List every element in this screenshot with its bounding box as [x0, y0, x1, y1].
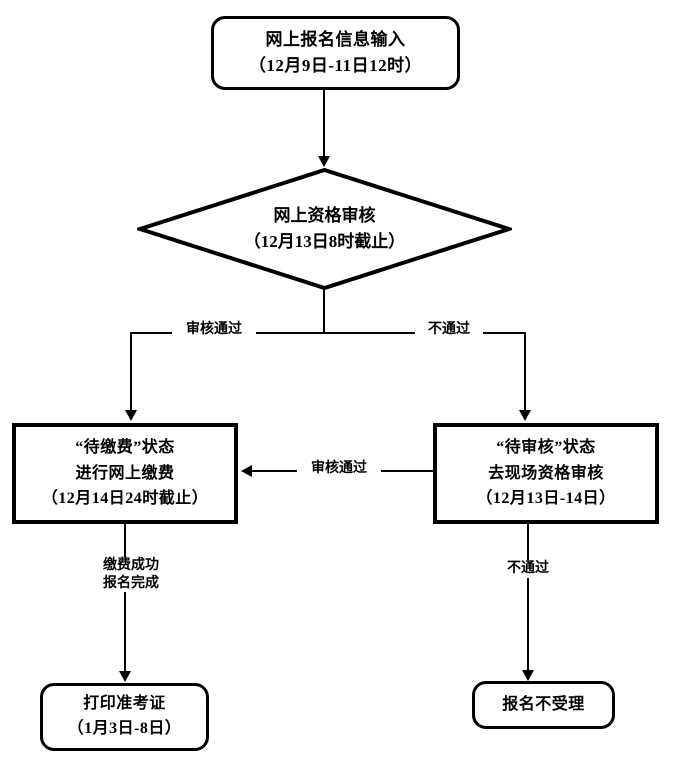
node-online-registration-line-1: 网上报名信息输入 [265, 29, 406, 49]
edge-label-onsite-passed: 审核通过 [297, 460, 381, 478]
node-pending-audit: “待审核”状态 去现场资格审核 （12月13日-14日） [433, 423, 659, 524]
edge-review-failed-line [524, 332, 526, 412]
edge-onsite-failed-line [527, 524, 529, 672]
node-print-admission-line-1: 打印准考证 [83, 695, 166, 713]
edge-registration-to-review-arrow [318, 156, 330, 167]
node-not-accepted-line-1: 报名不受理 [502, 695, 585, 713]
edge-label-onsite-failed: 不通过 [493, 560, 563, 578]
diamond-shape-icon [137, 167, 512, 291]
edge-label-payment-success-line-2: 报名完成 [103, 575, 159, 591]
edge-payment-success-arrow [119, 671, 131, 682]
edge-onsite-passed-arrow [241, 465, 252, 477]
edge-label-payment-success-line-1: 缴费成功 [103, 558, 159, 573]
node-pending-payment-line-3: （12月14日24时截止） [41, 490, 209, 508]
node-online-registration-line-2: （12月9日-11日12时） [248, 56, 423, 75]
edge-review-stem [323, 289, 325, 333]
node-pending-payment-line-2: 进行网上缴费 [75, 464, 175, 482]
edge-review-split-bar [131, 332, 526, 334]
node-not-accepted: 报名不受理 [472, 681, 615, 729]
node-online-registration: 网上报名信息输入 （12月9日-11日12时） [211, 16, 460, 90]
edge-review-failed-arrow [519, 410, 531, 421]
edge-review-passed-line [130, 332, 132, 412]
edge-payment-success-line [124, 524, 126, 673]
edge-label-review-failed: 不通过 [415, 321, 483, 339]
edge-onsite-failed-arrow [522, 670, 534, 681]
edge-label-payment-success: 缴费成功 报名完成 [90, 557, 172, 592]
node-pending-audit-line-1: “待审核”状态 [496, 439, 596, 457]
edge-label-review-passed: 审核通过 [172, 321, 256, 339]
edge-review-passed-arrow [125, 410, 137, 421]
node-pending-payment-line-1: “待缴费”状态 [75, 439, 175, 457]
node-print-admission-line-2: （1月3日-8日） [67, 720, 182, 737]
node-pending-audit-line-2: 去现场资格审核 [488, 464, 604, 482]
node-pending-audit-line-3: （12月13日-14日） [476, 490, 616, 508]
node-print-admission: 打印准考证 （1月3日-8日） [40, 683, 209, 751]
node-online-review: 网上资格审核 （12月13日8时截止） [137, 167, 512, 291]
node-pending-payment: “待缴费”状态 进行网上缴费 （12月14日24时截止） [12, 423, 238, 524]
edge-registration-to-review-line [323, 90, 325, 158]
